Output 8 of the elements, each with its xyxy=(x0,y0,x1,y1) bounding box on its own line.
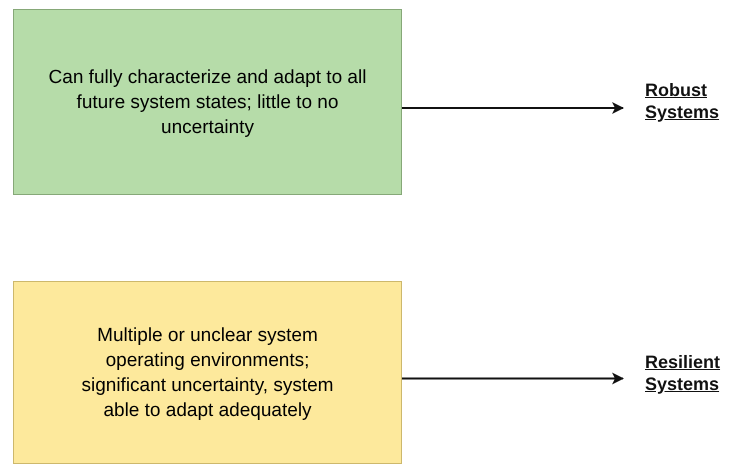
outcome-label: Robust Systems xyxy=(645,79,720,123)
arrow xyxy=(402,102,624,114)
box-text: Can fully characterize and adapt to all future system states; little to no uncertainty xyxy=(48,66,368,140)
process-box xyxy=(13,9,402,195)
process-box xyxy=(13,281,402,464)
box-text: Multiple or unclear system operating environments; significant uncertainty, system able to adapt adequately xyxy=(80,324,335,422)
arrow xyxy=(402,372,624,384)
outcome-label: Resilient Systems xyxy=(645,351,722,395)
